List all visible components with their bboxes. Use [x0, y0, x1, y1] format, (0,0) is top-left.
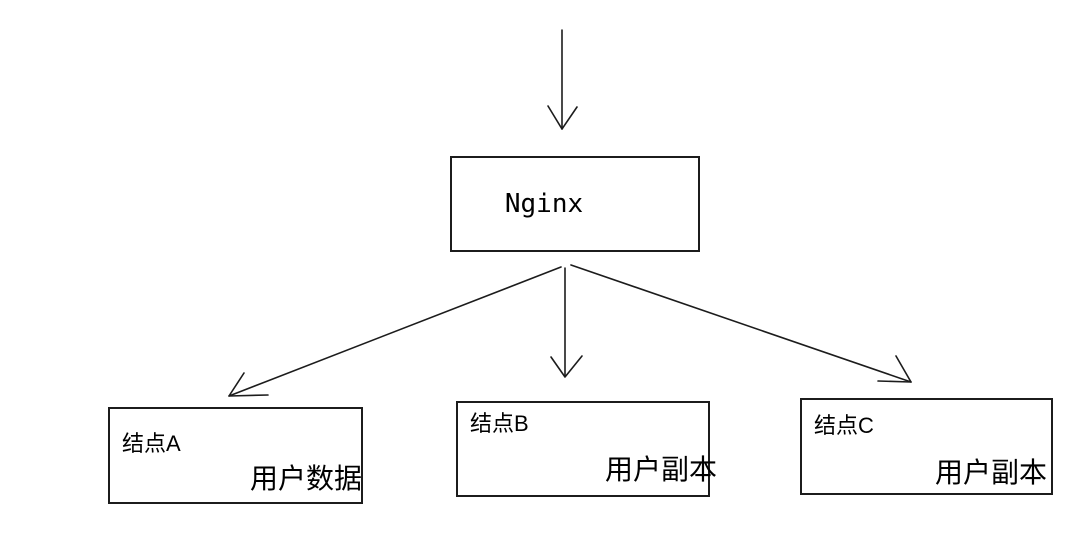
node-c-annotation: 用户副本	[934, 457, 1047, 488]
node-b-title: 结点B	[470, 411, 529, 436]
node-c: 结点C 用户副本	[800, 398, 1053, 495]
node-a: 结点A 用户数据	[108, 407, 363, 504]
node-c-title: 结点C	[814, 413, 874, 438]
node-a-annotation: 用户数据	[249, 463, 362, 494]
arrow-into-nginx-icon	[547, 29, 578, 130]
node-b-annotation: 用户副本	[604, 454, 717, 485]
node-a-title: 结点A	[122, 431, 181, 456]
node-nginx-label: Nginx	[504, 189, 584, 219]
arrow-nginx-to-node-b-icon	[550, 267, 583, 378]
arrow-nginx-to-node-a-icon	[228, 266, 562, 397]
arrow-nginx-to-node-c-icon	[570, 264, 912, 383]
node-b: 结点B 用户副本	[456, 401, 717, 497]
node-nginx: Nginx	[450, 156, 700, 252]
